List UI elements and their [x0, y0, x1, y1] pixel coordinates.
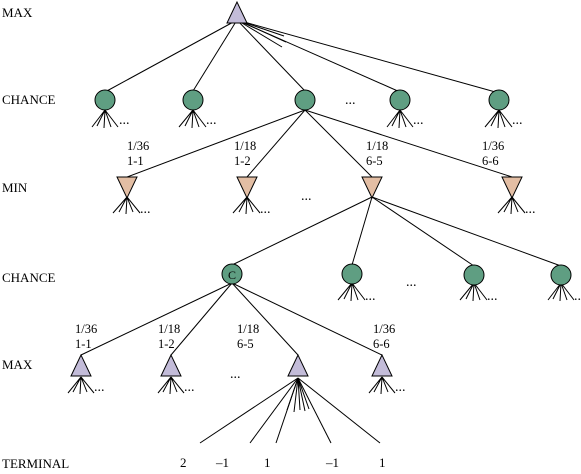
- ellipsis: ...: [206, 113, 217, 128]
- ellipsis: ...: [119, 113, 130, 128]
- edges-chance1: [126, 109, 513, 178]
- chance-node-label: C: [228, 268, 236, 282]
- roll-label: 6-6: [482, 154, 499, 168]
- chance-node: [488, 89, 510, 111]
- edges-max-bottom: [199, 377, 381, 444]
- row-label-terminal: TERMINAL: [2, 456, 69, 471]
- edges-min: [231, 196, 562, 267]
- roll-label: 1-2: [158, 337, 175, 351]
- max-node: [70, 353, 92, 377]
- ellipsis: ...: [184, 380, 195, 395]
- min-node: [501, 176, 523, 200]
- stub-fans: [67, 109, 575, 395]
- terminal-value: –1: [215, 455, 229, 470]
- probabilities-level-2: 1/36 1-1 1/18 1-2 1/18 6-5 1/36 6-6: [75, 322, 395, 351]
- roll-label: 1-1: [75, 337, 92, 351]
- chance-row-1: [94, 89, 510, 111]
- edges-root: [104, 19, 500, 94]
- ellipsis: ...: [260, 202, 271, 217]
- ellipsis: ...: [574, 289, 581, 304]
- prob-label: 1/18: [158, 322, 180, 336]
- max-row-bottom: [70, 353, 393, 377]
- chance-node: [389, 89, 411, 111]
- prob-label: 1/36: [373, 322, 395, 336]
- max-node: [287, 353, 309, 377]
- chance-node-c: [221, 263, 243, 285]
- row-ellipsis-chance-1: ...: [345, 93, 356, 108]
- roll-label: 6-5: [237, 337, 254, 351]
- row-label-chance-2: CHANCE: [2, 270, 56, 285]
- chance-row-2: [221, 263, 572, 286]
- row-label-max-top: MAX: [2, 5, 33, 20]
- prob-label: 1/18: [237, 322, 259, 336]
- chance-node: [94, 89, 116, 111]
- ellipsis: ...: [365, 289, 376, 304]
- prob-label: 1/18: [366, 139, 388, 153]
- terminal-value: 1: [264, 455, 271, 470]
- roll-label: 1-2: [234, 154, 251, 168]
- roll-label: 1-1: [127, 154, 144, 168]
- min-row: [116, 176, 523, 200]
- ellipsis: ...: [512, 113, 523, 128]
- ellipsis: ...: [413, 113, 424, 128]
- stub-ellipses: ... ... ... ... ... ... ... ... ... ... …: [94, 113, 581, 395]
- chance-node: [182, 89, 204, 111]
- ellipsis: ...: [525, 202, 536, 217]
- chance-node: [294, 89, 316, 111]
- min-node: [236, 176, 258, 200]
- probabilities-level-1: 1/36 1-1 1/18 1-2 1/18 6-5 1/36 6-6: [127, 139, 504, 168]
- roll-label: 6-5: [366, 154, 383, 168]
- terminal-value: 1: [379, 455, 386, 470]
- prob-label: 1/36: [75, 322, 97, 336]
- chance-node: [550, 264, 572, 286]
- ellipsis: ...: [140, 202, 151, 217]
- min-node: [116, 176, 138, 200]
- row-ellipsis-chance-2: ...: [406, 275, 417, 290]
- roll-label: 6-6: [373, 337, 390, 351]
- row-ellipsis-min: ...: [301, 189, 312, 204]
- row-ellipsis-max: ...: [230, 367, 241, 382]
- chance-node: [341, 263, 363, 285]
- ellipsis: ...: [487, 289, 498, 304]
- max-node: [160, 353, 182, 377]
- edges-chance-c: [80, 282, 383, 356]
- terminal-values: 2 –1 1 –1 1: [180, 455, 386, 470]
- max-node: [371, 353, 393, 377]
- row-label-max-bottom: MAX: [2, 357, 33, 372]
- terminal-value: –1: [325, 455, 339, 470]
- max-node-root: [226, 0, 248, 24]
- chance-node: [463, 264, 485, 286]
- row-label-chance-1: CHANCE: [2, 92, 56, 107]
- ellipsis: ...: [395, 380, 406, 395]
- prob-label: 1/36: [482, 139, 504, 153]
- prob-label: 1/18: [234, 139, 256, 153]
- row-label-min: MIN: [2, 180, 28, 195]
- terminal-value: 2: [180, 455, 187, 470]
- ellipsis: ...: [94, 380, 105, 395]
- min-node: [361, 176, 383, 200]
- prob-label: 1/36: [127, 139, 149, 153]
